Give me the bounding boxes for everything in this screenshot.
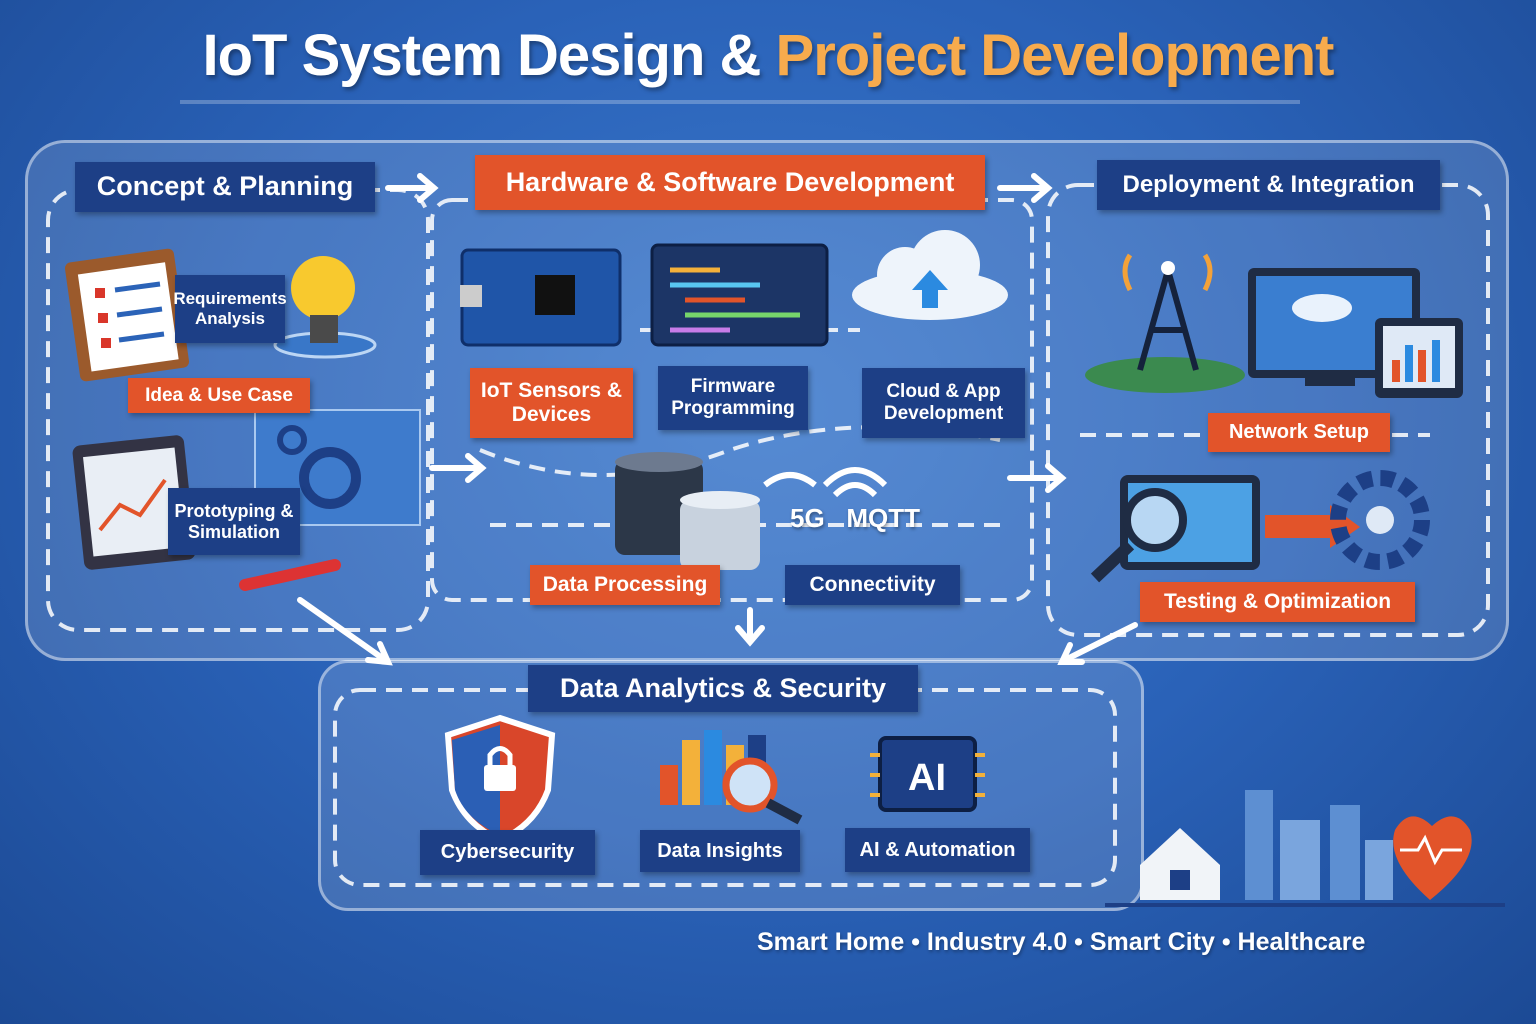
arrow-dev-to-analytics <box>735 607 765 647</box>
lightbulb-icon <box>273 256 377 359</box>
stage-deployment-integration: Deployment & Integration <box>1097 160 1440 210</box>
chart-tablet-icon <box>72 435 196 570</box>
stage-hardware-software-development: Hardware & Software Development <box>475 155 985 210</box>
protocol-5g: 5G <box>790 503 825 533</box>
item-ai-automation: AI & Automation <box>845 828 1030 872</box>
item-data-insights: Data Insights <box>640 830 800 872</box>
shield-lock-icon <box>444 714 556 844</box>
wifi-icon <box>763 467 888 498</box>
arrow-concept-to-dev <box>385 173 439 203</box>
arrow-deploy-to-analytics <box>1057 622 1138 665</box>
item-data-processing: Data Processing <box>530 565 720 605</box>
arrow-dev-to-deploy-2 <box>1007 463 1067 493</box>
item-prototyping-simulation: Prototyping & Simulation <box>168 488 300 555</box>
item-network-setup: Network Setup <box>1208 413 1390 452</box>
circuit-board-icon <box>460 248 622 347</box>
svg-text:AI: AI <box>908 757 946 799</box>
smart-city-skyline-icon <box>1105 790 1505 907</box>
arrow-dev-to-deploy <box>997 173 1053 203</box>
title-part-1: IoT System Design & <box>202 23 762 88</box>
ai-chip-icon: AI <box>870 736 985 812</box>
item-testing-optimization: Testing & Optimization <box>1140 582 1415 622</box>
item-firmware-programming: Firmware Programming <box>658 366 808 430</box>
item-requirements-analysis: Requirements Analysis <box>173 275 287 343</box>
protocol-mqtt: MQTT <box>846 503 921 533</box>
application-domains-footer: Smart Home • Industry 4.0 • Smart City •… <box>757 928 1366 956</box>
protocol-labels: 5G MQTT <box>790 503 920 534</box>
stage-data-analytics-security: Data Analytics & Security <box>528 665 918 712</box>
item-connectivity: Connectivity <box>785 565 960 605</box>
magnifier-screen-icon <box>1090 475 1360 583</box>
arrow-concept-to-analytics <box>297 597 393 666</box>
database-icon <box>615 452 760 570</box>
cloud-upload-icon <box>852 230 1008 320</box>
item-cybersecurity: Cybersecurity <box>420 830 595 875</box>
title-part-2: Project Development <box>775 23 1335 88</box>
stage-concept-planning: Concept & Planning <box>75 162 375 212</box>
item-iot-sensors-devices: IoT Sensors & Devices <box>470 368 633 438</box>
title-underline <box>180 100 1300 104</box>
pencil-icon <box>239 559 341 591</box>
cell-tower-icon <box>1085 253 1245 393</box>
gear-icon <box>1330 470 1430 570</box>
bar-chart-magnifier-icon <box>660 730 803 825</box>
flow-arrows <box>297 173 1138 666</box>
page-title: IoT System Design & Project Development <box>0 22 1536 89</box>
clipboard-checklist-icon <box>64 248 190 382</box>
code-editor-icon <box>650 243 829 347</box>
item-idea-use-case: Idea & Use Case <box>128 378 310 413</box>
arrow-proto-to-dev <box>429 453 487 483</box>
tablet-chart-icon <box>1375 318 1463 398</box>
item-cloud-app-development: Cloud & App Development <box>862 368 1025 438</box>
